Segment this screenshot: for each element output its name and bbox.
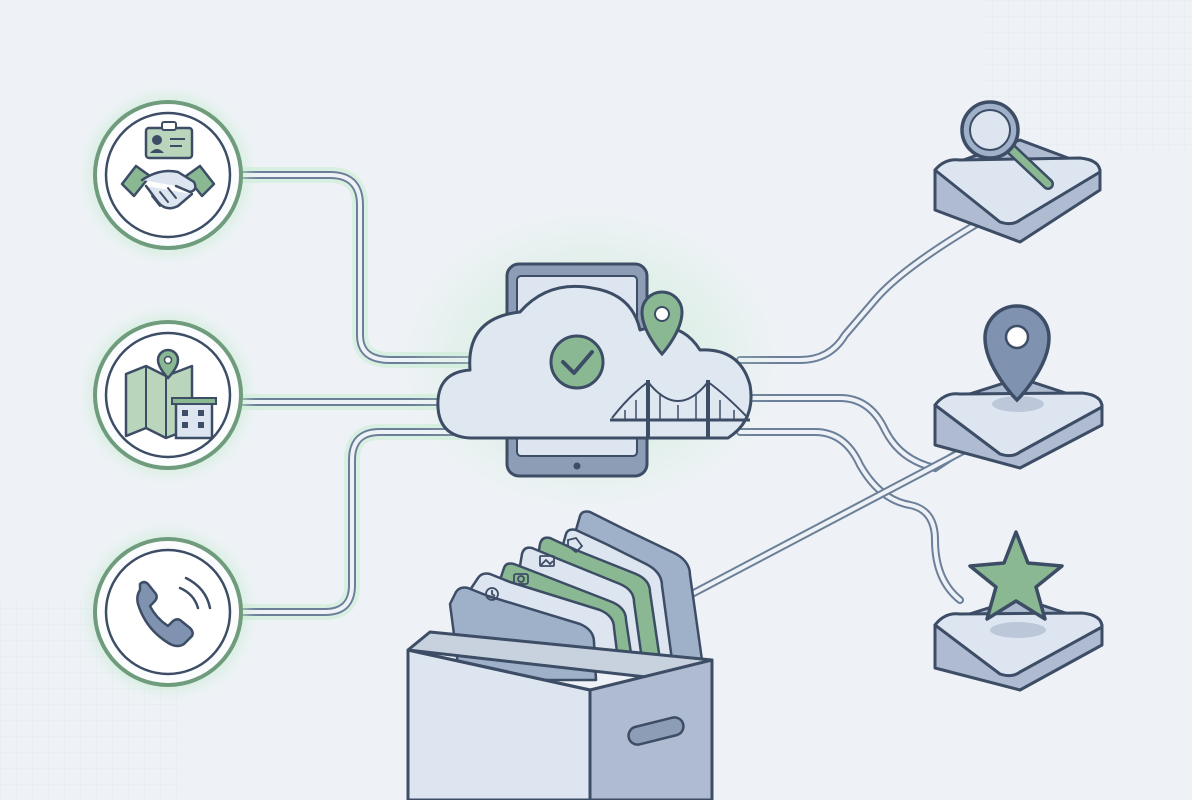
phone-call-icon [136, 576, 212, 648]
storage-file-box[interactable] [406, 510, 714, 800]
star-icon [968, 530, 1064, 621]
camera-icon [513, 573, 529, 585]
node-identity-partnership[interactable] [88, 95, 248, 255]
node-phone-contact[interactable] [88, 532, 248, 692]
connectors-right [686, 221, 979, 604]
location-pin-icon [640, 290, 684, 357]
node-location-map[interactable] [88, 315, 248, 475]
suspension-bridge-icon [610, 380, 750, 438]
location-pin-icon [983, 304, 1051, 403]
map-building-pin-icon [124, 348, 217, 440]
clock-icon [485, 587, 499, 601]
folder-tab-icons [485, 536, 584, 601]
hub-cloud-tablet[interactable] [400, 210, 780, 510]
magnifier-icon [960, 100, 1054, 190]
output-location[interactable] [933, 304, 1104, 470]
output-favorite[interactable] [933, 530, 1104, 692]
tag-icon [567, 536, 584, 554]
image-icon [539, 555, 555, 567]
handshake-id-badge-icon [120, 121, 216, 210]
output-search[interactable] [933, 100, 1102, 244]
